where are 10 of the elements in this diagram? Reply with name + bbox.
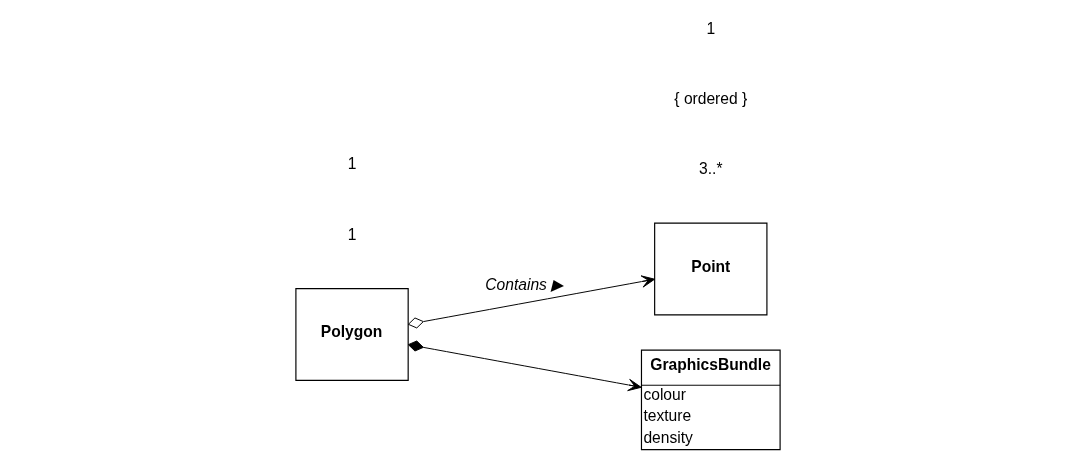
arrow (407, 275, 655, 329)
edge-label: Contains ▶ (484, 276, 563, 294)
node-box: Point (653, 222, 767, 316)
label: { ordered } (673, 89, 747, 107)
label: 3..* (698, 160, 722, 178)
label: 1 (347, 225, 356, 243)
arrow (407, 340, 642, 392)
label: 1 (347, 155, 356, 173)
label: 1 (705, 19, 715, 37)
node-box: Polygon (294, 288, 409, 381)
